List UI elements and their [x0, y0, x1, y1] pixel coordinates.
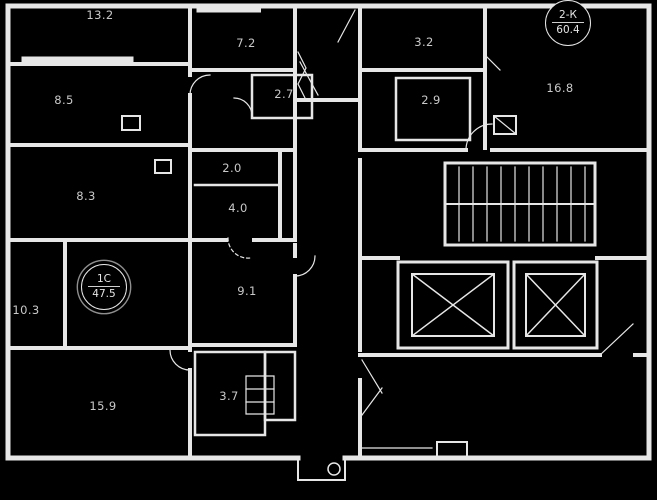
unit-number: 1С — [96, 273, 111, 286]
stair-steps — [458, 166, 586, 242]
elevator-1-icon — [410, 272, 496, 338]
room-area-label: 10.3 — [12, 303, 40, 317]
room-area-label: 9.1 — [237, 284, 257, 298]
room-area-label: 3.2 — [414, 35, 434, 49]
partition-walls — [193, 73, 472, 437]
unit-badge-1c: 1С 47.5 — [81, 264, 127, 310]
hatched-wall-strips — [21, 5, 262, 64]
balcony — [297, 441, 468, 481]
staircase — [443, 161, 597, 247]
room-area-label: 4.0 — [228, 201, 248, 215]
room-area-label: 2.0 — [222, 161, 242, 175]
elevator-shafts — [396, 260, 599, 350]
room-area-label: 13.2 — [86, 8, 114, 22]
internal-walls — [6, 4, 651, 460]
room-area-label: 8.5 — [54, 93, 74, 107]
unit-area: 47.5 — [88, 286, 120, 301]
room-area-label: 7.2 — [236, 36, 256, 50]
unit-area: 60.4 — [552, 22, 584, 37]
utility-boxes — [121, 115, 517, 174]
elevator-2-icon — [524, 272, 587, 338]
door-arcs — [169, 74, 493, 371]
room-area-label: 15.9 — [89, 399, 117, 413]
room-area-label: 8.3 — [76, 189, 96, 203]
unit-number: 2-К — [559, 9, 577, 22]
closet-shelves — [245, 375, 275, 415]
room-area-label: 2.9 — [421, 93, 441, 107]
room-area-label: 3.7 — [219, 389, 239, 403]
outer-walls — [5, 3, 652, 461]
unit-badge-2k: 2-К 60.4 — [545, 0, 591, 46]
column-icon — [327, 462, 341, 476]
stair-direction-zigzag — [297, 51, 307, 101]
room-area-label: 16.8 — [546, 81, 574, 95]
door-swing-lines — [297, 9, 634, 416]
room-area-label: 2.7 — [274, 87, 294, 101]
